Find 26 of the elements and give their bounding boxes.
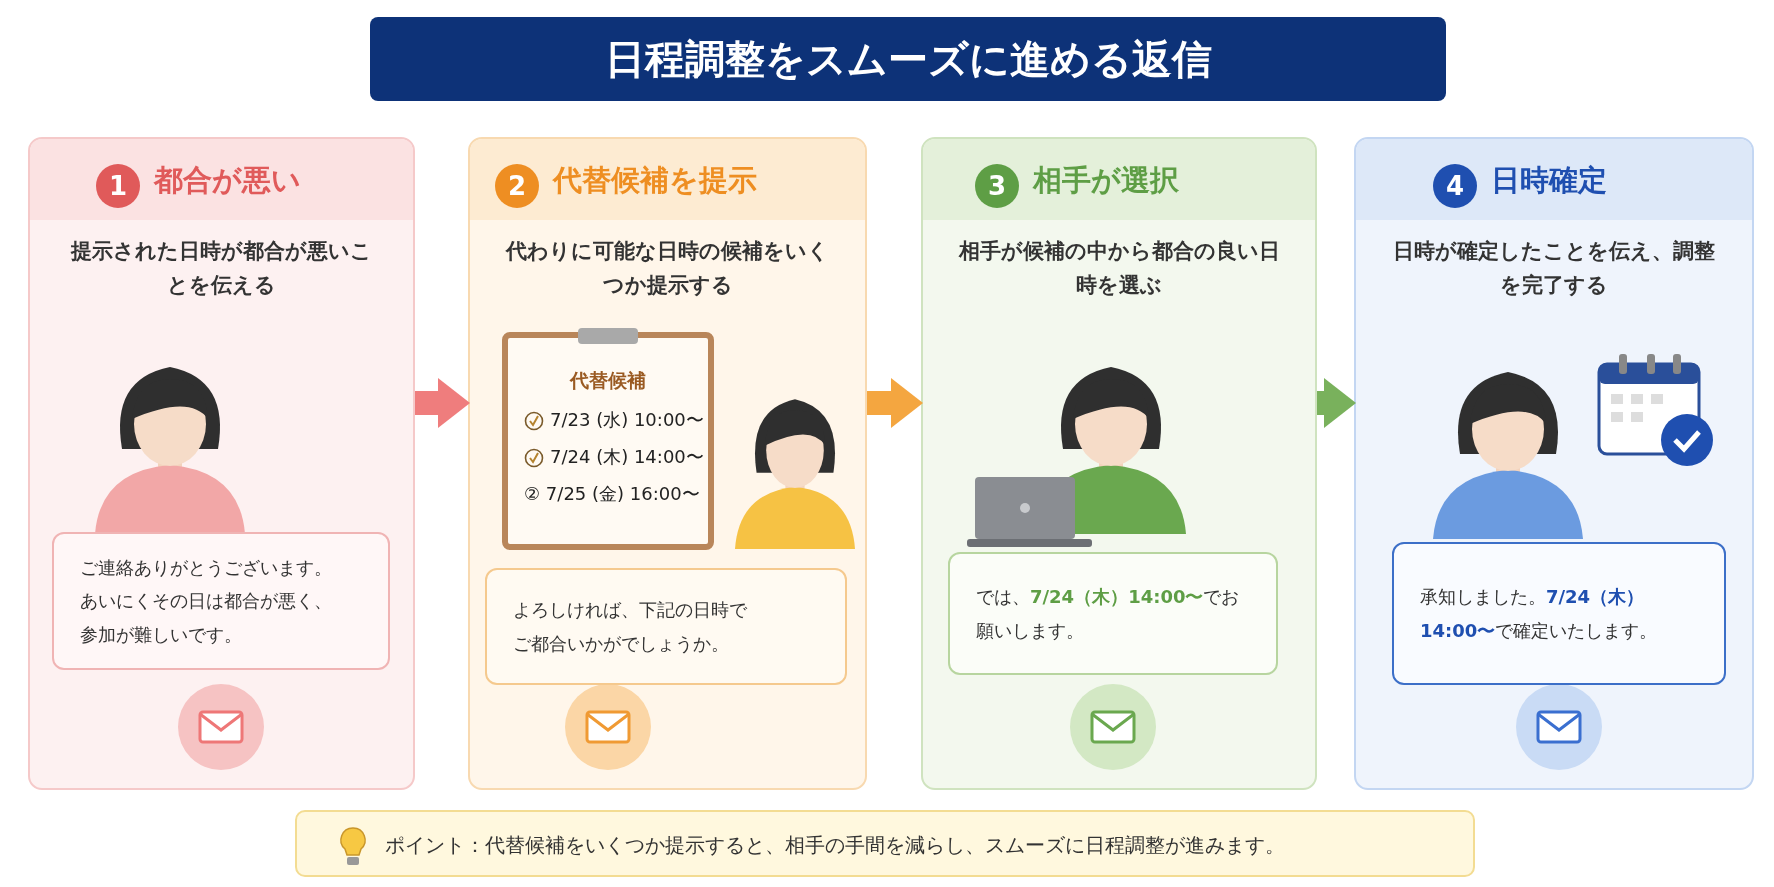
step-description: 代わりに可能な日時の候補をいくつか提示する	[505, 238, 830, 299]
step-description: 日時が確定したことを伝え、調整を完了する	[1392, 238, 1716, 299]
speech-bubble: 承知しました。7/24（木）14:00〜で確定いたします。	[1392, 542, 1726, 685]
speech-bubble: よろしければ、下記の日時でご都合いかがでしょうか。	[485, 568, 847, 685]
step-panel	[921, 137, 1317, 790]
candidate-date: 7/24 (木) 14:00〜	[550, 445, 704, 469]
tip-text: ポイント：代替候補をいくつか提示すると、相手の手間を減らし、スムーズに日程調整が進みます。	[385, 832, 1285, 859]
speech-bubble: ご連絡ありがとうございます。あいにくその日は都合が悪く、参加が難しいです。	[52, 532, 390, 670]
step-description: 提示された日時が都合が悪いことを伝える	[69, 238, 373, 299]
arrow	[867, 378, 923, 428]
title-banner: 日程調整をスムーズに進める返信	[370, 17, 1446, 101]
step-description: 相手が候補の中から都合の良い日時を選ぶ	[958, 238, 1280, 299]
candidate-date: ② 7/25 (金) 16:00〜	[524, 482, 700, 506]
step-heading: 日時確定	[1491, 162, 1607, 199]
step-panel	[28, 137, 415, 790]
arrow	[1317, 378, 1356, 428]
step-heading: 相手が選択	[1033, 162, 1179, 199]
arrow	[415, 378, 470, 428]
step-panel	[1354, 137, 1754, 790]
step-heading: 都合が悪い	[154, 162, 301, 199]
step-panel	[468, 137, 867, 790]
candidate-date: 7/23 (水) 10:00〜	[550, 408, 704, 432]
speech-bubble: では、7/24（木）14:00〜でお願いします。	[948, 552, 1278, 675]
step-heading: 代替候補を提示	[553, 162, 757, 199]
list-heading: 代替候補	[568, 368, 647, 393]
tip-box	[295, 810, 1475, 877]
